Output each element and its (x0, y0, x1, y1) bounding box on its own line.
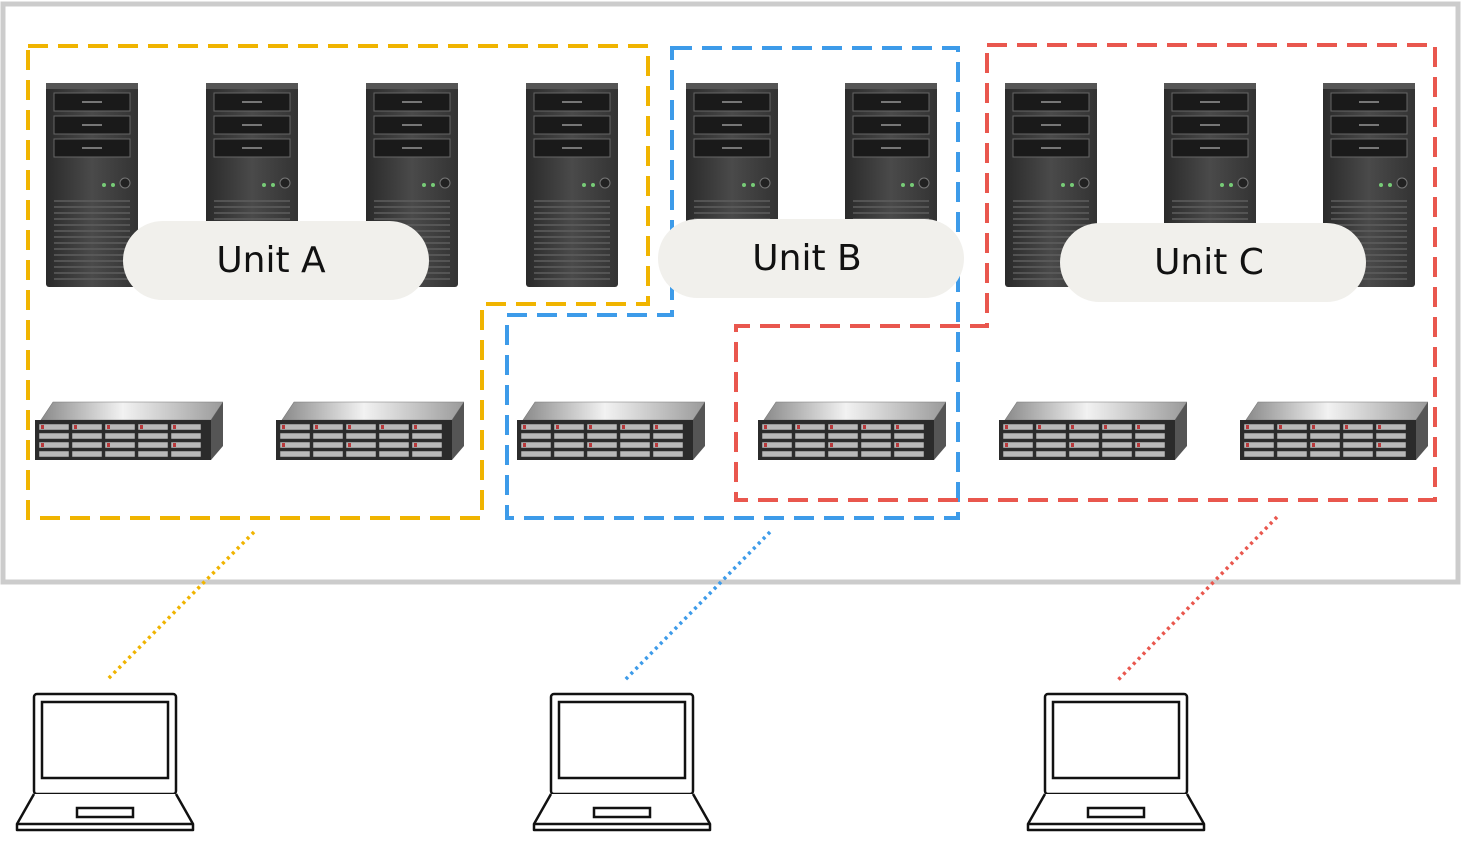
storage-array-icon (517, 401, 705, 460)
unit-b-pill: Unit B (658, 219, 964, 298)
unit-a-boundary (26, 44, 650, 520)
unit-a-label: Unit A (216, 240, 326, 281)
laptop-icon (1026, 692, 1206, 832)
storage-array-icon (1240, 401, 1428, 460)
unit-c-label: Unit C (1154, 242, 1264, 283)
unit-a-pill: Unit A (123, 221, 429, 300)
unit-c-boundary (734, 43, 1437, 502)
server-tower-icon (526, 83, 618, 287)
laptop-icon (532, 692, 712, 832)
unit-b-label: Unit B (752, 238, 861, 279)
unit-c-pill: Unit C (1060, 223, 1366, 302)
storage-array-icon (999, 401, 1187, 460)
storage-array-icon (35, 401, 223, 460)
storage-array-icon (276, 401, 464, 460)
storage-array-icon (758, 401, 946, 460)
laptop-icon (15, 692, 195, 832)
unit-b-boundary (505, 46, 960, 520)
unit-c-connector (1116, 515, 1279, 682)
